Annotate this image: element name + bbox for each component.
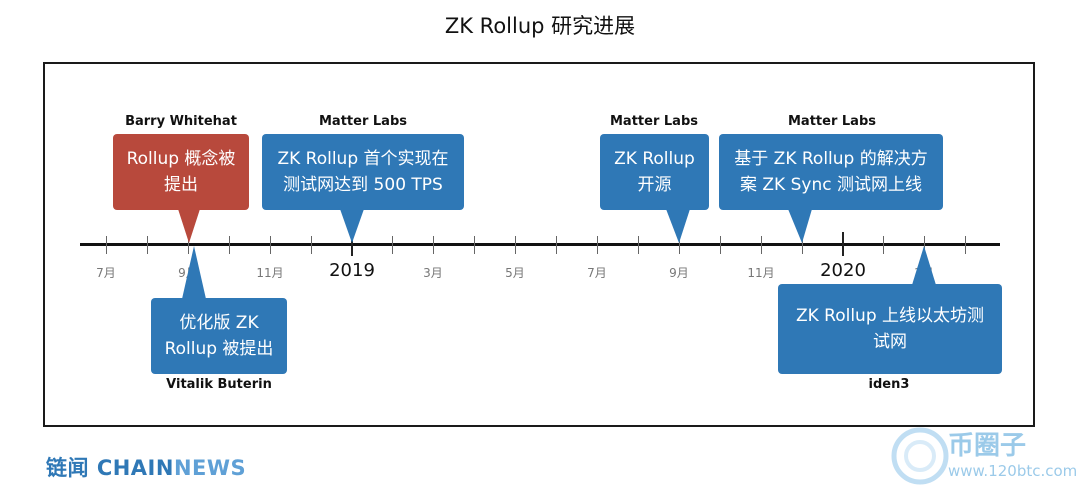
- axis-tick: [883, 236, 884, 254]
- event-box-ethereum-testnet: ZK Rollup 上线以太坊测试网: [778, 284, 1002, 374]
- author-label: Matter Labs: [319, 114, 407, 129]
- event-text-line: 提出: [164, 175, 198, 195]
- axis-label: 11月: [256, 266, 284, 280]
- event-box-optimized: 优化版 ZK Rollup 被提出: [151, 298, 287, 374]
- axis-tick: [597, 236, 598, 254]
- axis-tick: [802, 236, 803, 254]
- axis-tick: [761, 236, 762, 254]
- pointer-matter-1: [340, 209, 364, 243]
- event-text-line: 基于 ZK Rollup 的解决方: [734, 149, 928, 169]
- event-text-line: Rollup 被提出: [164, 339, 274, 359]
- pointer-iden3: [912, 246, 936, 285]
- pointer-matter-3: [788, 209, 812, 243]
- axis-tick: [720, 236, 721, 254]
- event-text-line: 测试网达到 500 TPS: [283, 175, 443, 195]
- event-box-first-impl: ZK Rollup 首个实现在测试网达到 500 TPS: [262, 134, 464, 210]
- event-text-line: Rollup 概念被: [126, 149, 236, 169]
- event-box-zksync: 基于 ZK Rollup 的解决方案 ZK Sync 测试网上线: [719, 134, 943, 210]
- axis-tick: [147, 236, 148, 254]
- event-text-line: 试网: [873, 332, 907, 352]
- author-label: Vitalik Buterin: [166, 377, 272, 392]
- axis-tick: [433, 236, 434, 254]
- axis-label: 11月: [747, 266, 775, 280]
- watermark-emblem-icon: [891, 427, 949, 485]
- axis-tick: [924, 236, 925, 254]
- pointer-barry: [178, 209, 200, 243]
- axis-tick: [679, 236, 680, 254]
- axis-tick: [638, 236, 639, 254]
- axis-tick: [556, 236, 557, 254]
- axis-tick: [392, 236, 393, 254]
- axis-tick: [270, 236, 271, 254]
- axis-tick-year: [842, 232, 844, 256]
- axis-label: 9月: [669, 266, 689, 280]
- pointer-vitalik: [182, 246, 206, 299]
- author-label: Matter Labs: [788, 114, 876, 129]
- event-box-rollup-concept: Rollup 概念被提出: [113, 134, 249, 210]
- event-text-line: ZK Rollup 上线以太坊测: [795, 306, 985, 326]
- chainnews-logo: 链闻 CHAINNEWS: [46, 452, 246, 482]
- event-text-line: ZK Rollup 首个实现在: [277, 149, 449, 169]
- axis-tick: [106, 236, 107, 254]
- axis-label-year: 2019: [329, 260, 375, 281]
- timeline-frame: [43, 62, 1035, 427]
- axis-tick-year: [351, 232, 353, 256]
- axis-tick: [188, 236, 189, 254]
- axis-label: 3月: [423, 266, 443, 280]
- axis-tick: [965, 236, 966, 254]
- event-text-line: ZK Rollup: [614, 149, 695, 169]
- page-title: ZK Rollup 研究进展: [444, 14, 636, 38]
- axis-tick: [515, 236, 516, 254]
- timeline-axis: [80, 243, 1000, 246]
- axis-tick: [474, 236, 475, 254]
- logo-news: NEWS: [173, 456, 247, 480]
- axis-tick: [311, 236, 312, 254]
- author-label: Matter Labs: [610, 114, 698, 129]
- event-text-line: 案 ZK Sync 测试网上线: [740, 175, 922, 195]
- event-text-line: 优化版 ZK: [179, 313, 259, 333]
- axis-label: 7月: [587, 266, 607, 280]
- pointer-matter-2: [666, 209, 690, 243]
- watermark-name: 币圈子: [948, 431, 1027, 461]
- watermark-url: www.120btc.com: [948, 462, 1078, 480]
- event-text-line: 开源: [637, 175, 672, 195]
- logo-cn: 链闻: [46, 456, 89, 480]
- author-label: iden3: [868, 377, 910, 392]
- author-label: Barry Whitehat: [125, 114, 237, 129]
- axis-label: 5月: [505, 266, 525, 280]
- axis-label: 7月: [96, 266, 116, 280]
- logo-chain: CHAIN: [96, 456, 174, 480]
- event-box-open-source: ZK Rollup 开源: [600, 134, 709, 210]
- axis-tick: [229, 236, 230, 254]
- axis-label-year: 2020: [820, 260, 866, 281]
